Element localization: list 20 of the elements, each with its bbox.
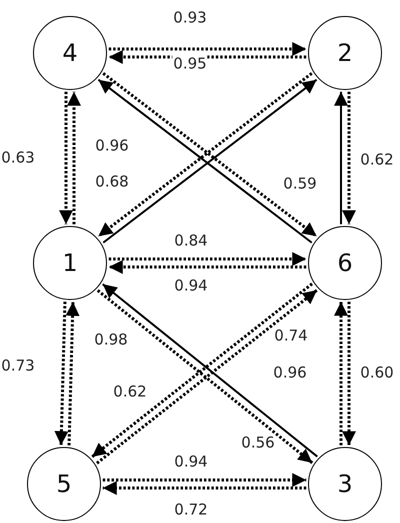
arrow [102, 473, 306, 487]
arrow [59, 92, 73, 224]
state-number: 2 [337, 39, 353, 67]
arrow [102, 481, 306, 495]
arrow [67, 92, 81, 224]
arrow [108, 42, 306, 56]
state-number: 6 [337, 249, 353, 277]
state-circle [308, 226, 382, 300]
arrow [108, 260, 306, 274]
state-number: 3 [337, 470, 353, 498]
arrow [342, 92, 356, 224]
arrow [108, 252, 306, 266]
arrow [54, 302, 68, 446]
arrow [66, 302, 80, 446]
state-number: 5 [56, 470, 72, 498]
arrow [334, 92, 348, 224]
state-number: 1 [62, 249, 78, 277]
arrow [334, 302, 348, 446]
state-number: 4 [62, 39, 78, 67]
arrow [342, 302, 356, 446]
